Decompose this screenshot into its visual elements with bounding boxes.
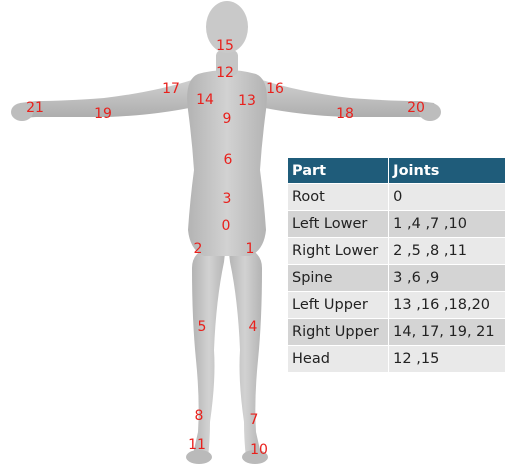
joint-label-19: 19 — [94, 107, 112, 121]
joint-groups-table: Part Joints Root 0 Left Lower 1 ,4 ,7 ,1… — [288, 158, 506, 372]
row-joints: 3 ,6 ,9 — [389, 265, 506, 292]
joint-label-9: 9 — [223, 112, 232, 126]
row-part: Root — [288, 184, 389, 211]
joint-label-12: 12 — [216, 66, 234, 80]
table-header-row: Part Joints — [288, 158, 506, 184]
table-row: Root 0 — [288, 184, 506, 211]
joint-label-13: 13 — [238, 94, 256, 108]
table-row: Right Lower 2 ,5 ,8 ,11 — [288, 238, 506, 265]
joint-label-16: 16 — [266, 82, 284, 96]
right-leg — [192, 244, 226, 458]
joint-label-15: 15 — [216, 39, 234, 53]
row-joints: 0 — [389, 184, 506, 211]
row-part: Left Upper — [288, 292, 389, 319]
joint-label-6: 6 — [224, 153, 233, 167]
table-row: Left Lower 1 ,4 ,7 ,10 — [288, 211, 506, 238]
row-part: Right Lower — [288, 238, 389, 265]
row-joints: 14, 17, 19, 21 — [389, 319, 506, 346]
joint-label-18: 18 — [336, 107, 354, 121]
table-row: Spine 3 ,6 ,9 — [288, 265, 506, 292]
table-row: Head 12 ,15 — [288, 346, 506, 373]
row-joints: 12 ,15 — [389, 346, 506, 373]
row-part: Head — [288, 346, 389, 373]
row-part: Right Upper — [288, 319, 389, 346]
joint-label-2: 2 — [194, 242, 203, 256]
joint-label-14: 14 — [196, 93, 214, 107]
header-part: Part — [288, 158, 389, 184]
row-joints: 1 ,4 ,7 ,10 — [389, 211, 506, 238]
joint-label-17: 17 — [162, 82, 180, 96]
joint-label-11: 11 — [188, 438, 206, 452]
joint-label-7: 7 — [250, 413, 259, 427]
header-joints: Joints — [389, 158, 506, 184]
joint-label-0: 0 — [222, 219, 231, 233]
joint-label-8: 8 — [195, 409, 204, 423]
joint-label-20: 20 — [407, 101, 425, 115]
joint-label-3: 3 — [223, 192, 232, 206]
joint-label-4: 4 — [249, 320, 258, 334]
row-part: Left Lower — [288, 211, 389, 238]
joint-label-1: 1 — [246, 242, 255, 256]
joint-label-10: 10 — [250, 443, 268, 457]
joint-label-5: 5 — [198, 320, 207, 334]
table-row: Right Upper 14, 17, 19, 21 — [288, 319, 506, 346]
row-part: Spine — [288, 265, 389, 292]
table-row: Left Upper 13 ,16 ,18,20 — [288, 292, 506, 319]
joint-label-21: 21 — [26, 101, 44, 115]
row-joints: 2 ,5 ,8 ,11 — [389, 238, 506, 265]
row-joints: 13 ,16 ,18,20 — [389, 292, 506, 319]
